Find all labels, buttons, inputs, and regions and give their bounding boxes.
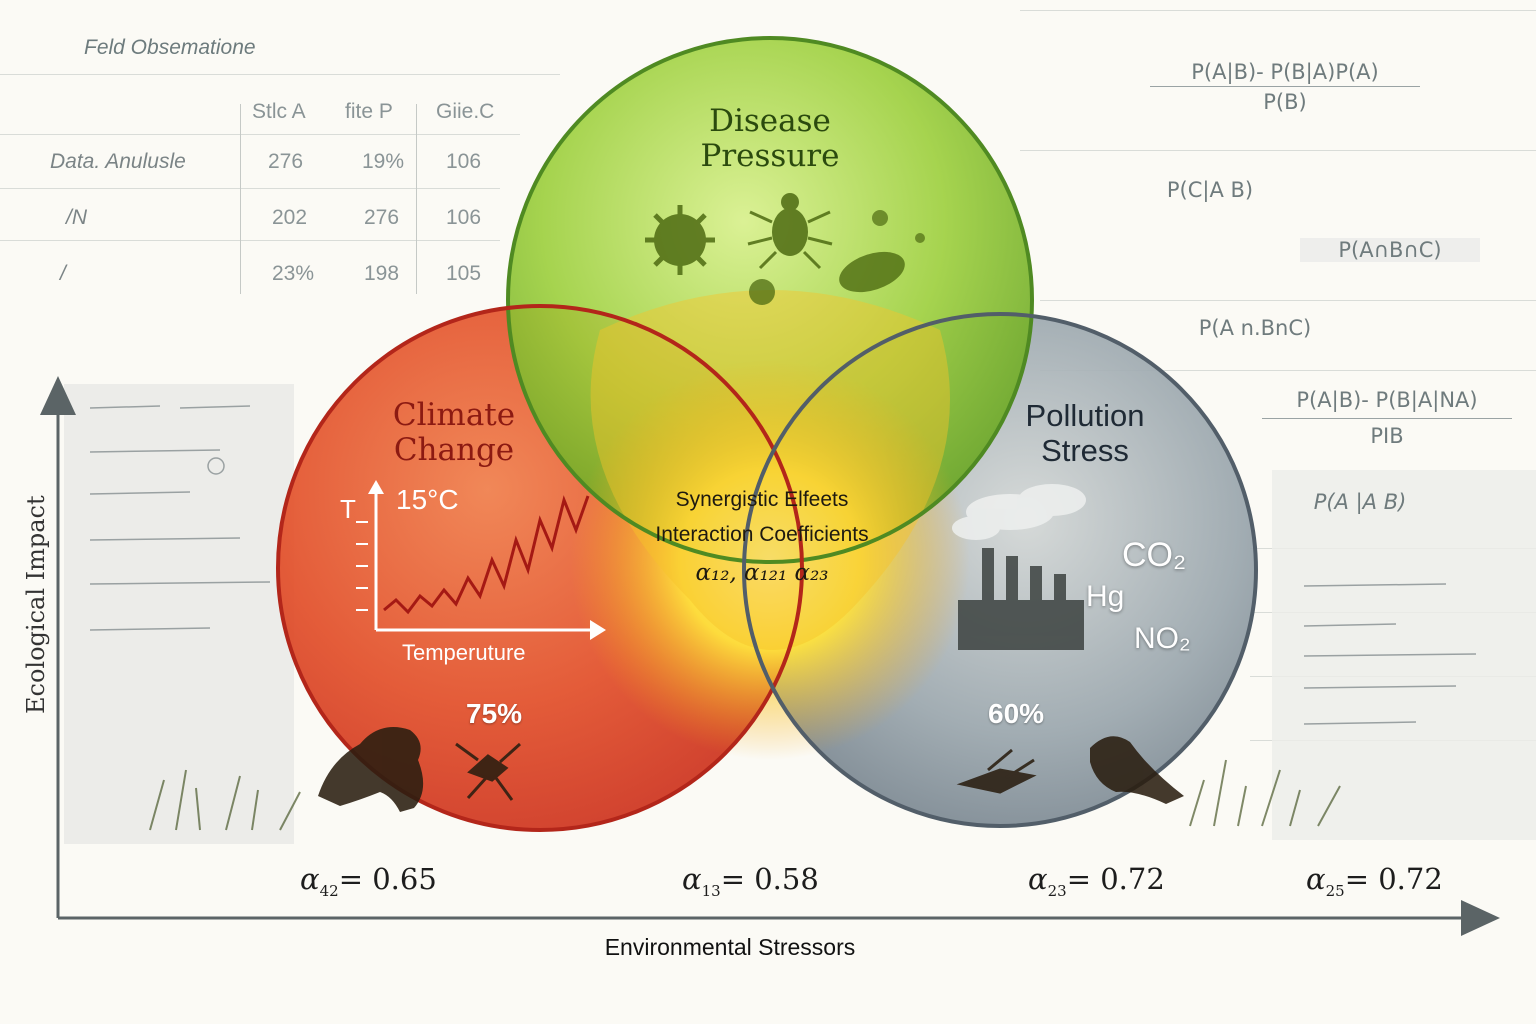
frog-icon — [318, 727, 424, 812]
table-cell: 105 — [446, 262, 482, 285]
synergy-label: Synergistic Elfeets Interaction Coeffici… — [602, 482, 922, 591]
table-header-b: fite P — [345, 100, 393, 123]
coefficient-1: α42= 0.65 — [300, 862, 437, 900]
table-row-label: /N — [66, 206, 87, 229]
synergy-coefficients: α₁₂, α₁₂₁ α₂₃ — [695, 560, 829, 586]
table-divider — [240, 104, 241, 294]
coefficient-value: = 0.72 — [1066, 862, 1165, 896]
table-cell: 23% — [272, 262, 315, 285]
formula-bayes2-bottom: PIB — [1370, 424, 1404, 448]
pollution-title-line1: Pollution — [1025, 398, 1145, 433]
coefficient-3: α23= 0.72 — [1028, 862, 1165, 900]
table-cell: 202 — [272, 206, 308, 229]
fraction-bar — [1150, 86, 1420, 87]
coefficient-4: α25= 0.72 — [1306, 862, 1443, 900]
climate-title-line1: Climate — [392, 397, 516, 433]
table-row-label: Data. Anulusle — [50, 150, 186, 173]
disease-circle-outline — [506, 36, 1034, 564]
coefficient-2: α13= 0.58 — [682, 862, 819, 900]
fraction-bar — [1262, 418, 1512, 419]
coefficient-subscript: 13 — [701, 881, 721, 900]
formula-intersection: P(A∩B∩C) — [1300, 238, 1480, 262]
spore-icon — [915, 233, 925, 243]
co2-label: CO₂ — [1122, 536, 1187, 574]
temperature-chart-icon — [356, 480, 606, 640]
coefficient-value: = 0.72 — [1344, 862, 1443, 896]
hg-label: Hg — [1086, 580, 1125, 613]
insect-icon — [455, 742, 522, 801]
table-cell: 106 — [446, 150, 482, 173]
table-row-label: / — [60, 262, 66, 285]
coefficient-symbol: α — [682, 862, 702, 896]
table-cell: 276 — [268, 150, 304, 173]
triple-overlap-region — [590, 290, 950, 650]
formula-handwritten: P(A |A B) — [1313, 490, 1407, 514]
disease-title: Disease Pressure — [670, 104, 870, 174]
bird-icon — [1090, 736, 1184, 804]
pollution-percent: 60% — [988, 698, 1045, 729]
grass-icon — [149, 759, 1341, 831]
spore-icon — [872, 210, 888, 226]
formula-bayes-bottom: P(B) — [1263, 90, 1307, 114]
table-cell: 276 — [364, 206, 400, 229]
table-cell: 198 — [364, 262, 400, 285]
tick-icon — [747, 193, 833, 270]
table-cell: 19% — [362, 150, 405, 173]
coefficient-subscript: 42 — [319, 881, 339, 900]
disease-title-line1: Disease — [709, 103, 831, 139]
formula-intersection-2: P(A n.BnC) — [1198, 316, 1312, 340]
coefficient-value: = 0.65 — [338, 862, 437, 896]
synergy-subtitle: Interaction Coefficients — [655, 523, 869, 546]
mosquito-icon — [956, 748, 1037, 794]
table-header-a: Stlc A — [252, 100, 306, 123]
formula-conditional: P(C|A B) — [1166, 178, 1254, 202]
temperature-axis-letter: T — [340, 494, 356, 524]
spore-icon — [749, 279, 775, 305]
table-cell: 106 — [446, 206, 482, 229]
pollution-title-line2: Stress — [1041, 433, 1129, 468]
no2-label: NO₂ — [1134, 622, 1191, 655]
table-divider — [416, 104, 417, 294]
handwritten-notes-left — [89, 405, 271, 631]
formula-bayes-top: P(A|B)- P(B|A)P(A) — [1191, 60, 1379, 84]
climate-title: Climate Change — [354, 398, 554, 468]
climate-percent: 75% — [466, 698, 523, 729]
field-observations-title: Feld Obsematione — [84, 36, 256, 59]
bacteria-icon — [839, 251, 905, 293]
climate-circle-outline — [276, 304, 804, 832]
coefficient-subscript: 25 — [1325, 881, 1345, 900]
coefficient-value: = 0.58 — [720, 862, 819, 896]
pollution-circle-outline — [742, 312, 1258, 828]
disease-title-line2: Pressure — [700, 138, 840, 174]
coefficient-symbol: α — [300, 862, 320, 896]
formula-bayes2-top: P(A|B)- P(B|A|NA) — [1296, 388, 1478, 412]
handwritten-notes-right — [1303, 583, 1477, 725]
coefficient-symbol: α — [1306, 862, 1326, 896]
temperature-chart-label: Temperuture — [402, 640, 526, 665]
virus-icon — [645, 205, 715, 275]
synergy-title: Synergistic Elfeets — [675, 488, 849, 511]
climate-title-line2: Change — [393, 432, 515, 468]
x-axis-label: Environmental Stressors — [604, 934, 856, 960]
smoke-icon — [952, 484, 1086, 540]
coefficient-symbol: α — [1028, 862, 1048, 896]
factory-icon — [958, 548, 1084, 650]
coefficient-subscript: 23 — [1047, 881, 1067, 900]
table-header-c: Giie.C — [436, 100, 495, 123]
left-notes-panel — [64, 384, 294, 844]
pollution-title: Pollution Stress — [990, 398, 1180, 468]
temperature-value: 15°C — [396, 484, 459, 515]
